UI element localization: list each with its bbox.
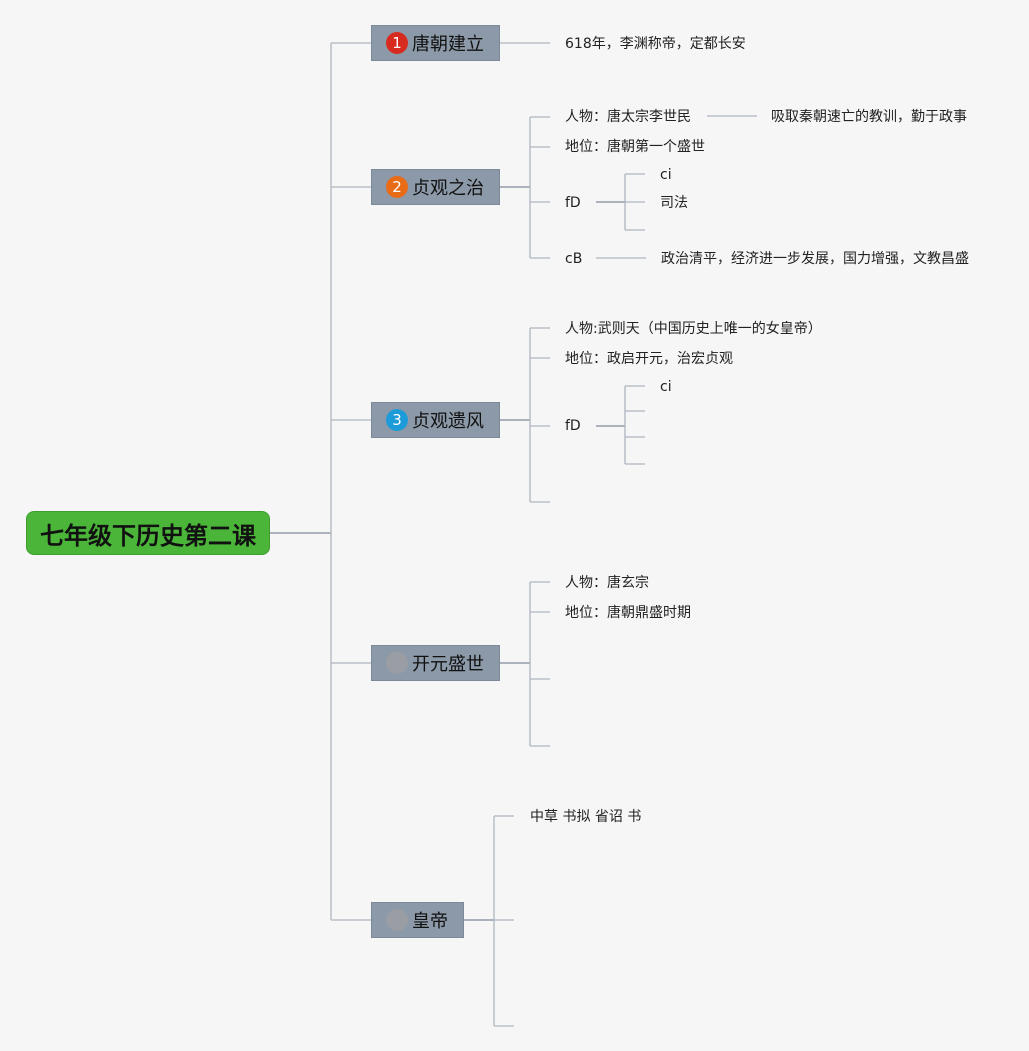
number-1-badge-icon: 1: [386, 32, 408, 54]
node-cb-note[interactable]: 政治清平，经济进一步发展，国力增强，文教昌盛: [661, 251, 969, 267]
node-fd-ci[interactable]: ci: [660, 167, 672, 183]
number-3-badge-icon: 3: [386, 409, 408, 431]
node-secretariat[interactable]: 中草 书拟 省诏 书: [530, 809, 642, 825]
root-topic[interactable]: 七年级下历史第二课: [26, 511, 270, 555]
node-person-note[interactable]: 吸取秦朝速亡的教训，勤于政事: [771, 109, 967, 125]
node-fd-ci[interactable]: ci: [660, 379, 672, 395]
number-2-badge-icon: 2: [386, 176, 408, 198]
number-5-badge-icon: [386, 909, 408, 931]
topic-label: 开元盛世: [412, 654, 484, 675]
topic-label: 皇帝: [412, 911, 448, 932]
topic-label: 唐朝建立: [412, 34, 484, 55]
node-person[interactable]: 人物：唐玄宗: [565, 575, 649, 591]
topic-zhenguan-legacy[interactable]: 3 贞观遗风: [371, 402, 500, 438]
topic-label: 贞观遗风: [412, 411, 484, 432]
node-person[interactable]: 人物：唐太宗李世民: [565, 109, 691, 125]
node-person[interactable]: 人物:武则天（中国历史上唯一的女皇帝）: [565, 321, 822, 337]
node-fd[interactable]: fD: [565, 418, 581, 434]
topic-label: 贞观之治: [412, 178, 484, 199]
root-topic-label: 七年级下历史第二课: [40, 521, 256, 550]
node-fd[interactable]: fD: [565, 195, 581, 211]
node-founding-date[interactable]: 618年，李渊称帝，定都长安: [565, 36, 746, 52]
topic-kaiyuan-prosperity[interactable]: 开元盛世: [371, 645, 500, 681]
topic-emperor[interactable]: 皇帝: [371, 902, 464, 938]
topic-zhenguan-rule[interactable]: 2 贞观之治: [371, 169, 500, 205]
node-status[interactable]: 地位：唐朝第一个盛世: [565, 139, 705, 155]
node-status[interactable]: 地位：政启开元，治宏贞观: [565, 351, 733, 367]
number-4-badge-icon: [386, 652, 408, 674]
node-fd-law[interactable]: 司法: [660, 195, 688, 211]
node-cb[interactable]: cB: [565, 251, 583, 267]
node-status[interactable]: 地位：唐朝鼎盛时期: [565, 605, 691, 621]
topic-tang-founding[interactable]: 1 唐朝建立: [371, 25, 500, 61]
